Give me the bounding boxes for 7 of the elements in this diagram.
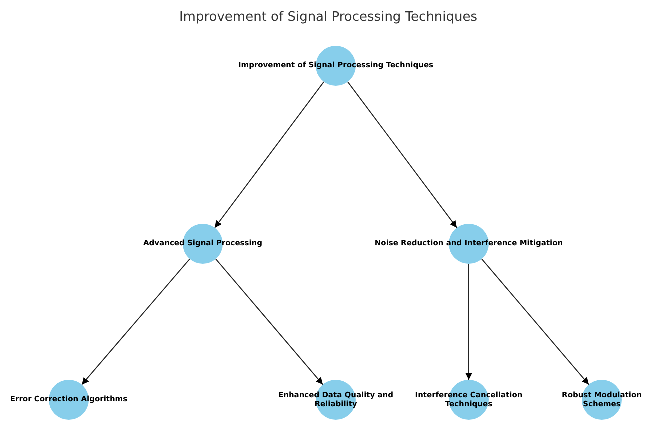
diagram-title: Improvement of Signal Processing Techniques xyxy=(178,10,479,25)
arrow xyxy=(347,82,458,228)
arrow xyxy=(82,258,190,386)
arrow xyxy=(481,258,590,386)
arrow xyxy=(214,82,325,228)
arrow xyxy=(215,258,324,386)
arrow xyxy=(466,264,472,380)
